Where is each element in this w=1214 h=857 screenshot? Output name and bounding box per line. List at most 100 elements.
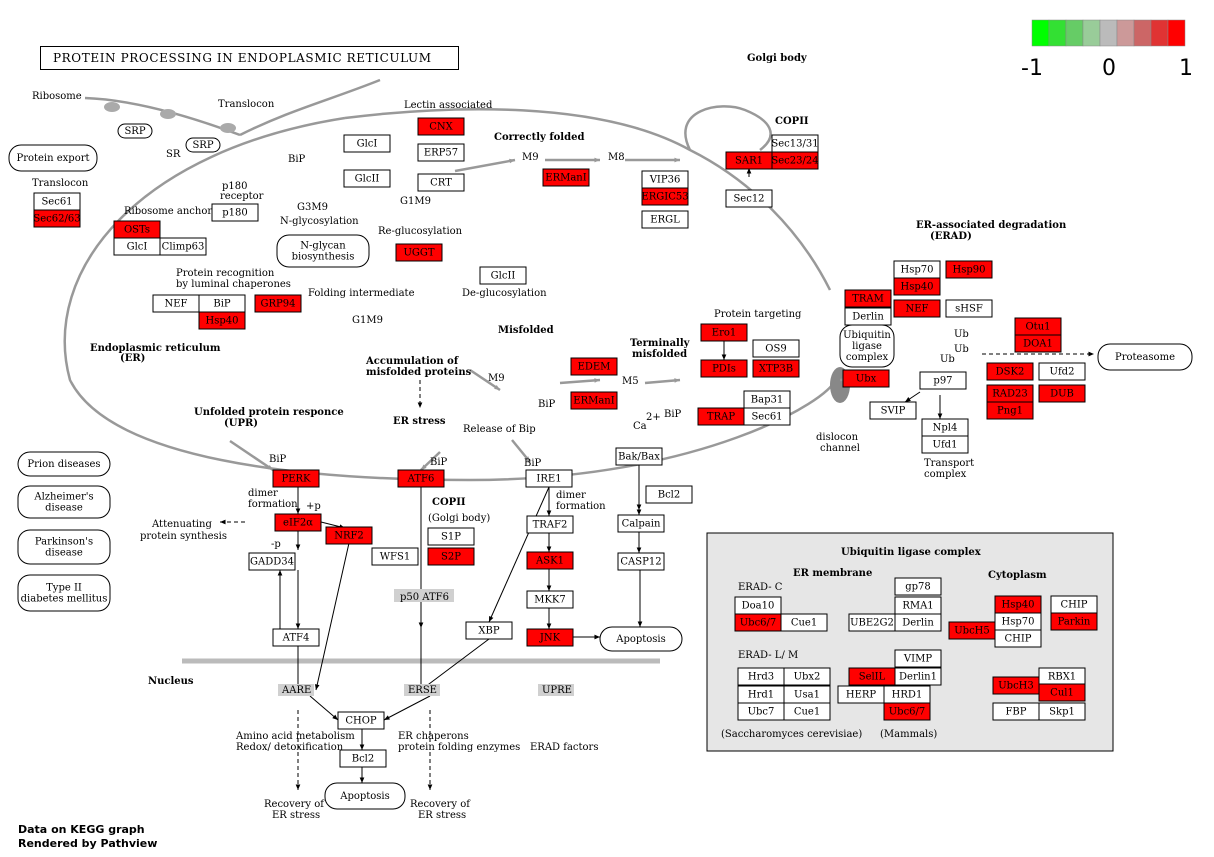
gene-node[interactable]: DOA1 — [1014, 334, 1062, 353]
gene-box[interactable] — [479, 266, 527, 285]
gene-node[interactable]: SAR1 — [725, 151, 773, 170]
gene-box[interactable] — [339, 749, 387, 768]
gene-box[interactable] — [1038, 702, 1086, 721]
gene-box[interactable] — [752, 359, 800, 378]
gene-node[interactable]: VIMP — [894, 649, 942, 668]
gene-node[interactable]: Hsp70 — [893, 260, 941, 279]
gene-node[interactable]: Sec12 — [725, 189, 773, 208]
gene-box[interactable] — [894, 577, 942, 596]
gene-node[interactable]: Hrd3 — [737, 667, 785, 686]
gene-node[interactable]: BiP — [198, 294, 246, 313]
gene-box[interactable] — [1050, 612, 1098, 631]
gene-node[interactable]: Derlin1 — [894, 667, 942, 686]
gene-box[interactable] — [159, 237, 207, 256]
gene-node[interactable]: Png1 — [986, 401, 1034, 420]
gene-node[interactable]: DUB — [1038, 384, 1086, 403]
gene-box[interactable] — [893, 277, 941, 296]
gene-node[interactable]: GlcII — [343, 169, 391, 188]
gene-node[interactable]: S1P — [427, 527, 475, 546]
gene-box[interactable] — [641, 187, 689, 206]
gene-node[interactable]: Bap31 — [743, 390, 791, 409]
gene-node[interactable]: PERK — [272, 469, 320, 488]
gene-node[interactable]: Sec13/31 — [771, 134, 819, 153]
gene-node[interactable]: UbcH3 — [992, 676, 1040, 695]
gene-node[interactable]: Bcl2 — [645, 485, 693, 504]
gene-box[interactable] — [371, 547, 419, 566]
gene-box[interactable] — [274, 513, 322, 532]
oval-node[interactable]: SRP — [117, 123, 153, 139]
oval-box[interactable] — [839, 324, 895, 368]
gene-node[interactable]: Ubx — [842, 369, 890, 388]
gene-box[interactable] — [645, 485, 693, 504]
gene-node[interactable]: Parkin — [1050, 612, 1098, 631]
gene-node[interactable]: RAD23 — [986, 384, 1034, 403]
oval-box[interactable] — [324, 782, 406, 810]
oval-box[interactable] — [17, 485, 111, 519]
gene-box[interactable] — [994, 629, 1042, 648]
gene-node[interactable]: DSK2 — [986, 362, 1034, 381]
gene-box[interactable] — [248, 552, 296, 571]
oval-node[interactable]: Protein export — [8, 144, 98, 172]
gene-node[interactable]: MKK7 — [526, 590, 574, 609]
gene-box[interactable] — [842, 369, 890, 388]
gene-box[interactable] — [417, 117, 465, 136]
gene-node[interactable]: HRD1 — [883, 685, 931, 704]
gene-node[interactable]: GRP94 — [254, 294, 302, 313]
gene-node[interactable]: UBE2G2 — [848, 613, 896, 632]
oval-node[interactable]: Prion diseases — [17, 451, 111, 477]
gene-box[interactable] — [417, 173, 465, 192]
gene-node[interactable]: Ubc6/7 — [883, 702, 931, 721]
gene-box[interactable] — [525, 469, 573, 488]
gene-node[interactable]: GADD34 — [248, 552, 296, 571]
gene-box[interactable] — [1014, 334, 1062, 353]
gene-node[interactable]: Ubx2 — [783, 667, 831, 686]
gene-box[interactable] — [395, 243, 443, 262]
gene-node[interactable]: ERGL — [641, 210, 689, 229]
gene-node[interactable]: WFS1 — [371, 547, 419, 566]
gene-box[interactable] — [919, 371, 967, 390]
gene-node[interactable]: Sec61 — [743, 407, 791, 426]
gene-node[interactable]: Hsp40 — [994, 595, 1042, 614]
gene-node[interactable]: IRE1 — [525, 469, 573, 488]
gene-box[interactable] — [771, 151, 819, 170]
oval-box[interactable] — [17, 529, 111, 565]
oval-node[interactable]: Apoptosis — [324, 782, 406, 810]
gene-box[interactable] — [417, 143, 465, 162]
gene-node[interactable]: RBX1 — [1038, 667, 1086, 686]
gene-node[interactable]: ASK1 — [526, 551, 574, 570]
gene-node[interactable]: Otu1 — [1014, 317, 1062, 336]
gene-node[interactable]: p97 — [919, 371, 967, 390]
gene-node[interactable]: ERP57 — [417, 143, 465, 162]
gene-box[interactable] — [570, 391, 618, 410]
gene-box[interactable] — [198, 311, 246, 330]
gene-node[interactable]: Cue1 — [780, 613, 828, 632]
gene-node[interactable]: CHIP — [994, 629, 1042, 648]
gene-box[interactable] — [570, 357, 618, 376]
gene-node[interactable]: CRT — [417, 173, 465, 192]
gene-box[interactable] — [337, 711, 385, 730]
gene-node[interactable]: JNK — [526, 628, 574, 647]
gene-box[interactable] — [1038, 384, 1086, 403]
gene-box[interactable] — [752, 339, 800, 358]
gene-box[interactable] — [427, 547, 475, 566]
oval-box[interactable] — [1097, 343, 1193, 371]
gene-node[interactable]: Sec62/63 — [33, 209, 81, 228]
gene-box[interactable] — [921, 435, 969, 454]
gene-node[interactable]: CHOP — [337, 711, 385, 730]
gene-node[interactable]: Cue1 — [783, 702, 831, 721]
gene-node[interactable]: Calpain — [617, 514, 665, 533]
gene-box[interactable] — [343, 169, 391, 188]
oval-box[interactable] — [599, 626, 683, 652]
gene-node[interactable]: EDEM — [570, 357, 618, 376]
gene-node[interactable]: OSTs — [113, 220, 161, 239]
gene-node[interactable]: Derlin — [894, 613, 942, 632]
gene-box[interactable] — [945, 260, 993, 279]
gene-node[interactable]: HERP — [837, 685, 885, 704]
gene-box[interactable] — [615, 447, 663, 466]
gene-box[interactable] — [893, 299, 941, 318]
gene-box[interactable] — [1038, 683, 1086, 702]
gene-node[interactable]: Hsp40 — [198, 311, 246, 330]
